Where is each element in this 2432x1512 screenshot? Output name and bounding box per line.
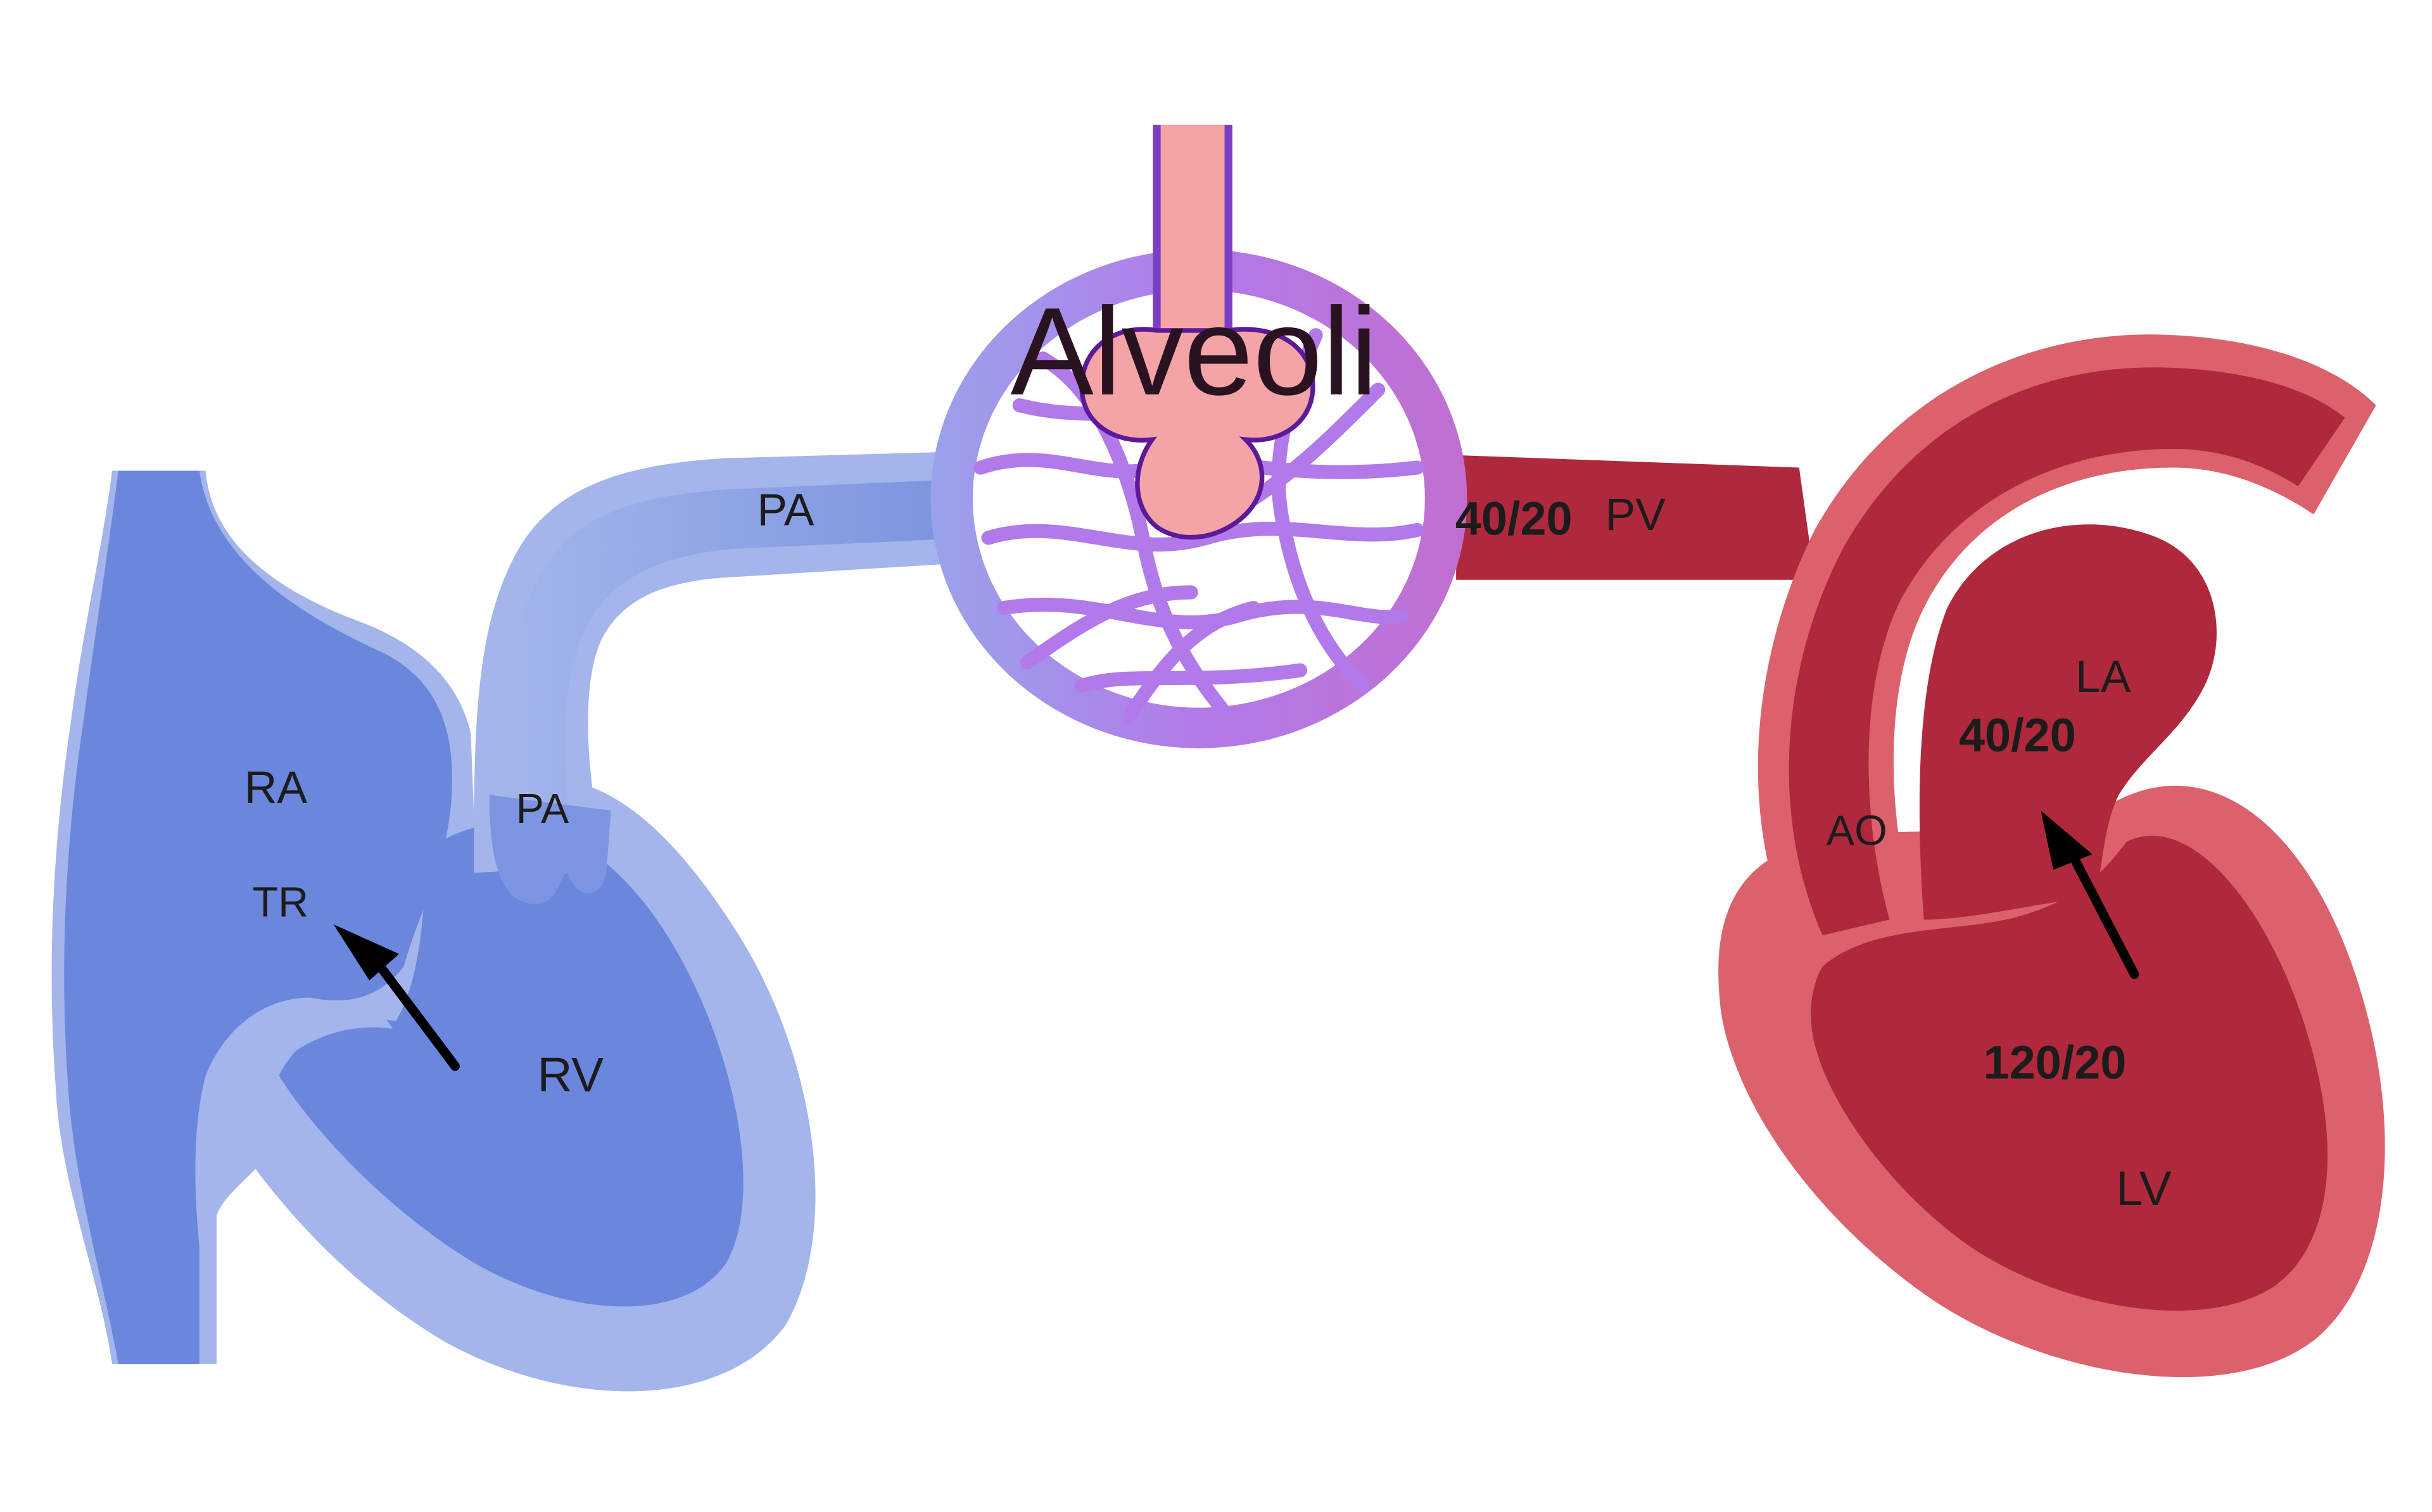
left-heart	[1456, 334, 2385, 1378]
right-heart	[51, 470, 816, 1392]
airway	[1079, 124, 1315, 540]
right-ventricle-chamber	[279, 823, 744, 1307]
mr-arrow-shaft	[2067, 849, 2139, 980]
mr-regurgitation-arrow	[2041, 810, 2139, 980]
right-atrium-chamber	[64, 470, 452, 1364]
aortic-arch-inner	[1789, 367, 2345, 936]
la-label: LA	[2075, 652, 2131, 702]
pulmonary-artery-inner	[502, 480, 942, 866]
pv-pressure-label: 40/20	[1455, 492, 1573, 545]
pa-vessel-label: PA	[757, 485, 814, 536]
alveoli-sac	[1079, 327, 1315, 540]
tr-label: TR	[253, 879, 309, 926]
ao-label: AO	[1827, 807, 1887, 854]
pa-valve-label: PA	[516, 786, 569, 833]
left-ventricle-chamber	[1811, 835, 2328, 1311]
lv-pressure-label: 120/20	[1984, 1036, 2127, 1089]
ra-label: RA	[244, 762, 308, 813]
tr-regurgitation-arrow	[333, 924, 460, 1071]
la-pressure-label: 40/20	[1959, 709, 2076, 762]
pulmonic-valve	[489, 795, 611, 904]
tricuspid-septum	[239, 1005, 393, 1092]
pulmonary-artery	[474, 451, 942, 904]
mr-arrow-head	[2041, 810, 2093, 870]
alveoli-label: Alveoli	[1010, 282, 1378, 421]
pulmonary-vein	[1456, 455, 1815, 580]
left-atrium-chamber	[1919, 524, 2217, 920]
lv-label: LV	[2116, 1162, 2172, 1216]
rv-label: RV	[537, 1048, 604, 1102]
tr-arrow-head	[333, 924, 399, 981]
tr-arrow-shaft	[376, 961, 460, 1071]
pv-vessel-label: PV	[1606, 489, 1666, 540]
